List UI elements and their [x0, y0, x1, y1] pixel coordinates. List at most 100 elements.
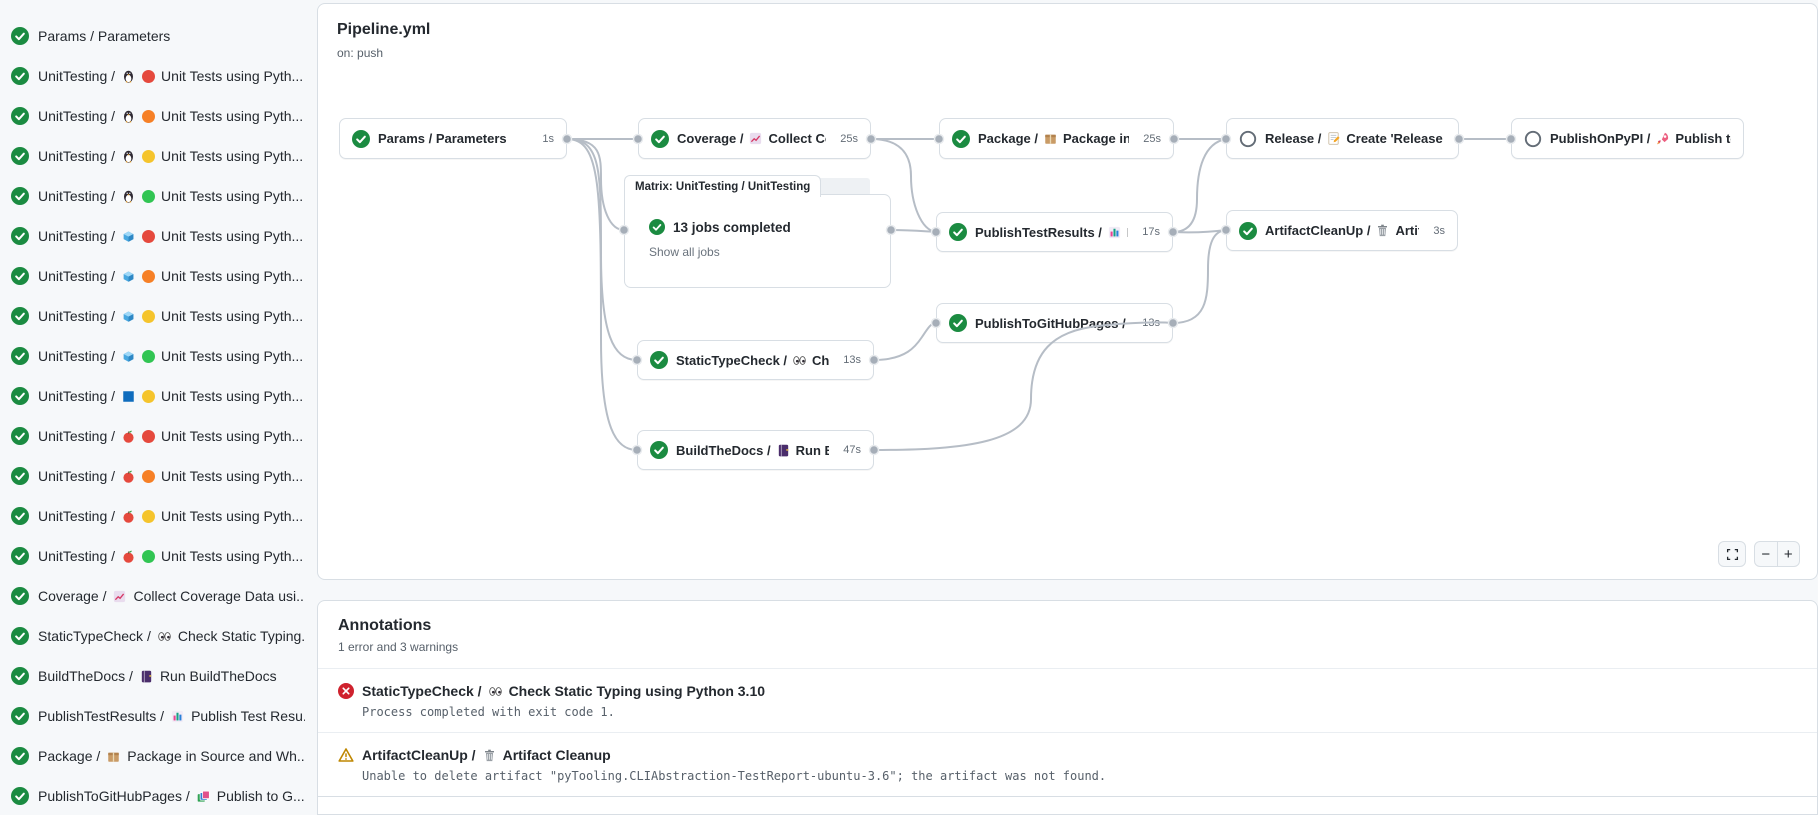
sidebar-job-item[interactable]: UnitTesting /Unit Tests using Pyth...: [0, 56, 305, 96]
job-duration: 13s: [1142, 317, 1160, 329]
annotation-warning-item: ArtifactCleanUp / Artifact Cleanup Unabl…: [318, 732, 1817, 797]
notebook-icon: [139, 669, 154, 684]
success-icon: [11, 427, 29, 445]
sidebar-job-item[interactable]: UnitTesting /Unit Tests using Pyth...: [0, 96, 305, 136]
sidebar-job-item[interactable]: UnitTesting /Unit Tests using Pyth...: [0, 376, 305, 416]
success-icon: [11, 27, 29, 45]
fullscreen-button[interactable]: [1718, 541, 1746, 567]
zoom-out-button[interactable]: −: [1761, 545, 1771, 563]
job-node-static-type-check[interactable]: StaticTypeCheck / Chec... 13s: [637, 340, 874, 380]
zoom-in-button[interactable]: +: [1776, 542, 1800, 566]
matrix-tab-label: Matrix: UnitTesting / UnitTesting: [635, 180, 811, 193]
sidebar-job-item[interactable]: BuildTheDocs /Run BuildTheDocs: [0, 656, 305, 696]
success-icon: [11, 347, 29, 365]
cube-icon: [121, 269, 136, 284]
sidebar-job-item[interactable]: UnitTesting /Unit Tests using Pyth...: [0, 216, 305, 256]
bar-chart-icon: [1107, 225, 1122, 240]
job-node-coverage[interactable]: Coverage / Collect Cove... 25s: [638, 118, 871, 159]
sidebar-job-label: UnitTesting /Unit Tests using Pyth...: [38, 108, 304, 124]
yellow-dot-icon: [142, 509, 156, 523]
success-icon: [650, 351, 668, 369]
sidebar-job-item[interactable]: UnitTesting /Unit Tests using Pyth...: [0, 296, 305, 336]
job-node-package[interactable]: Package / Package in So... 25s: [939, 118, 1174, 159]
sidebar-job-item[interactable]: UnitTesting /Unit Tests using Pyth...: [0, 536, 305, 576]
annotation-error-item: StaticTypeCheck / Check Static Typing us…: [318, 669, 1817, 732]
apple-icon: [121, 509, 136, 524]
success-icon: [11, 387, 29, 405]
sidebar-job-item[interactable]: PublishTestResults /Publish Test Resu...: [0, 696, 305, 736]
annotation-job-prefix: ArtifactCleanUp /: [362, 747, 476, 763]
job-node-publish-test-results[interactable]: PublishTestResults / Pu... 17s: [936, 212, 1173, 252]
sidebar-job-item[interactable]: UnitTesting /Unit Tests using Pyth...: [0, 176, 305, 216]
sidebar-job-label: UnitTesting /Unit Tests using Pyth...: [38, 388, 304, 404]
job-node-publish-on-pypi[interactable]: PublishOnPyPI / Publish to ...: [1511, 118, 1744, 159]
chart-increasing-icon: [748, 131, 763, 146]
workflow-file-title: Pipeline.yml: [337, 21, 431, 38]
job-node-sublabel: Chec...: [812, 352, 830, 368]
sidebar-job-item[interactable]: UnitTesting /Unit Tests using Pyth...: [0, 456, 305, 496]
job-node-release[interactable]: Release / Create 'Release P...: [1226, 118, 1459, 159]
job-node-label: Coverage /: [677, 131, 744, 146]
job-duration: 1s: [542, 132, 554, 145]
sidebar-job-item[interactable]: Coverage /Collect Coverage Data usi...: [0, 576, 305, 616]
matrix-summary: 13 jobs completed: [673, 219, 791, 235]
job-node-sublabel: Package in So...: [1063, 131, 1130, 146]
cube-icon: [121, 349, 136, 364]
cube-icon: [121, 309, 136, 324]
sidebar-job-label: UnitTesting /Unit Tests using Pyth...: [38, 308, 304, 324]
annotations-header: Annotations 1 error and 3 warnings: [318, 601, 1817, 669]
annotation-job-link[interactable]: StaticTypeCheck / Check Static Typing us…: [338, 683, 1797, 699]
annotation-job-label: Artifact Cleanup: [502, 747, 611, 763]
apple-icon: [121, 469, 136, 484]
package-icon: [1043, 131, 1058, 146]
orange-dot-icon: [142, 469, 156, 483]
job-node-label: PublishTestResults /: [975, 224, 1102, 240]
job-duration: 25s: [840, 132, 858, 145]
annotation-job-link[interactable]: ArtifactCleanUp / Artifact Cleanup: [338, 747, 1797, 763]
apple-icon: [121, 429, 136, 444]
wastebasket-icon: [482, 748, 497, 763]
green-dot-icon: [142, 549, 156, 563]
success-icon: [11, 67, 29, 85]
job-node-label: Release /: [1265, 131, 1322, 146]
error-icon: [338, 683, 354, 699]
success-icon: [952, 130, 970, 148]
job-duration: 25s: [1143, 132, 1161, 145]
job-node-artifact-cleanup[interactable]: ArtifactCleanUp / Artifac... 3s: [1226, 210, 1458, 251]
job-node-label: ArtifactCleanUp /: [1265, 223, 1371, 238]
sidebar-job-label: Coverage /Collect Coverage Data usi...: [38, 588, 305, 604]
job-duration: 3s: [1433, 224, 1445, 237]
sidebar-job-item[interactable]: Package /Package in Source and Wh...: [0, 736, 305, 776]
sidebar-job-item[interactable]: UnitTesting /Unit Tests using Pyth...: [0, 136, 305, 176]
orange-dot-icon: [142, 269, 156, 283]
red-dot-icon: [142, 429, 156, 443]
skipped-icon: [1239, 130, 1257, 148]
job-node-publish-to-github-pages[interactable]: PublishToGitHubPages / ... 13s: [936, 303, 1173, 343]
job-node-sublabel: Pu...: [1127, 225, 1128, 240]
success-icon: [11, 507, 29, 525]
sidebar-job-item[interactable]: UnitTesting /Unit Tests using Pyth...: [0, 336, 305, 376]
matrix-group-tab: Matrix: UnitTesting / UnitTesting: [624, 175, 822, 197]
sidebar-job-label: Params / Parameters: [38, 28, 171, 44]
rocket-icon: [1655, 131, 1670, 146]
bar-chart-icon: [170, 709, 185, 724]
sidebar-job-label: PublishToGitHubPages /Publish to G...: [38, 788, 305, 804]
job-node-build-the-docs[interactable]: BuildTheDocs / Run Buil... 47s: [637, 430, 874, 470]
sidebar-job-label: UnitTesting /Unit Tests using Pyth...: [38, 428, 304, 444]
sidebar-job-item[interactable]: StaticTypeCheck /Check Static Typing...: [0, 616, 305, 656]
sidebar-job-item[interactable]: UnitTesting /Unit Tests using Pyth...: [0, 496, 305, 536]
job-duration: 13s: [843, 354, 861, 366]
penguin-icon: [121, 149, 136, 164]
sidebar-job-item[interactable]: UnitTesting /Unit Tests using Pyth...: [0, 416, 305, 456]
sidebar-job-item[interactable]: Params / Parameters: [0, 16, 305, 56]
show-all-jobs-link[interactable]: Show all jobs: [649, 245, 720, 259]
notebook-icon: [776, 443, 791, 458]
memo-icon: [1326, 131, 1341, 146]
job-node-sublabel: Collect Cove...: [768, 131, 826, 146]
sidebar-job-item[interactable]: UnitTesting /Unit Tests using Pyth...: [0, 256, 305, 296]
sidebar-job-item[interactable]: PublishToGitHubPages /Publish to G...: [0, 776, 305, 815]
job-node-params[interactable]: Params / Parameters 1s: [339, 118, 567, 159]
success-icon: [949, 223, 967, 241]
